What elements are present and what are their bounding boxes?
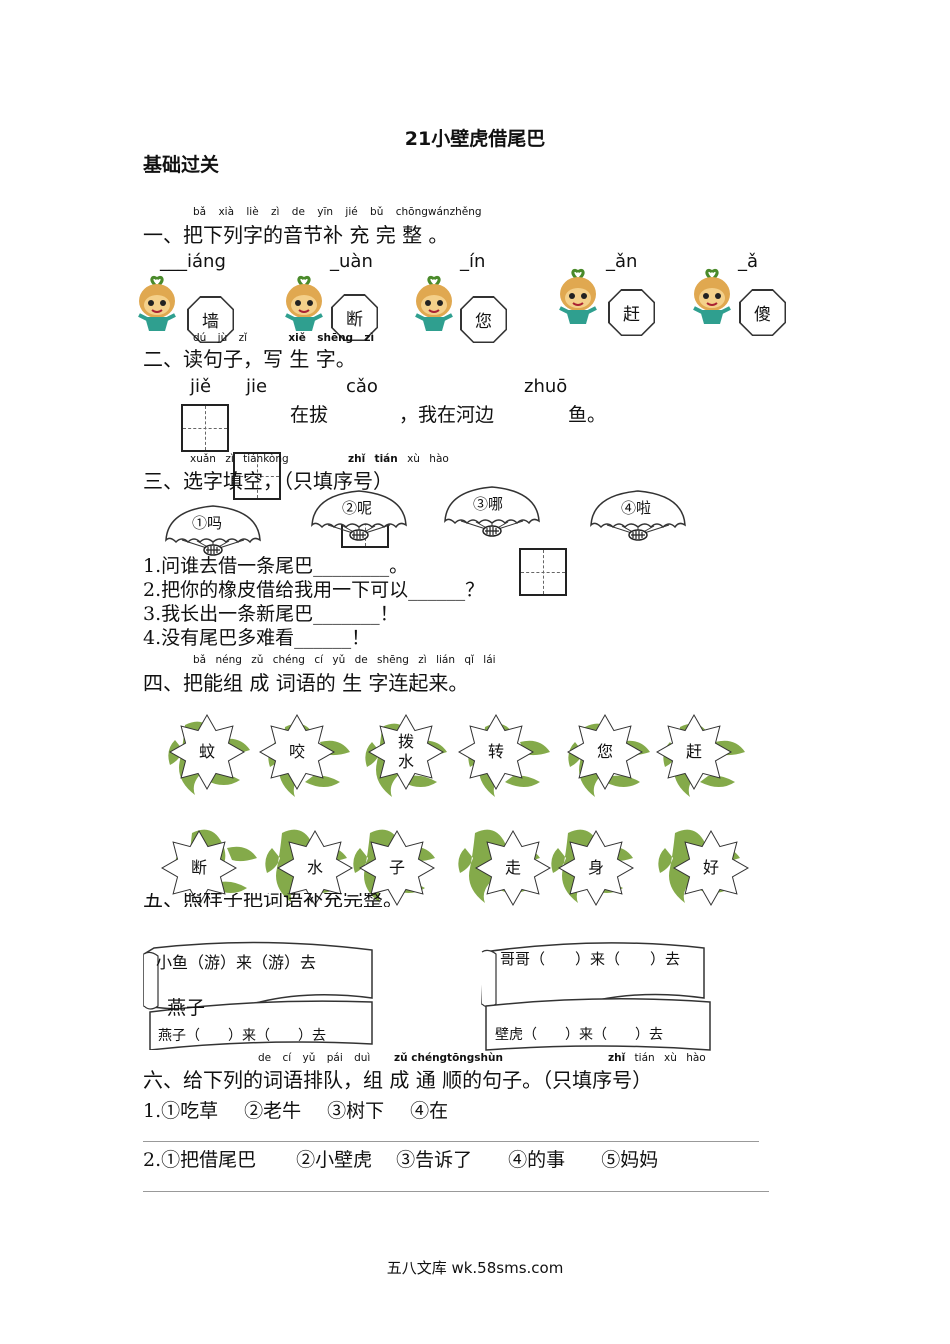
fan-option-1: ①吗 [162, 502, 264, 558]
s4-bottom-star-6[interactable]: 好 [673, 830, 749, 906]
s4-top-star-3[interactable]: 拨水 [368, 714, 444, 790]
s3-pinyin-row: xuǎn zì tiánkòng zhǐ tián xù hào [190, 453, 449, 465]
s4-bottom-star-2[interactable]: 水 [277, 830, 353, 906]
s4-top-star-1[interactable]: 蚊 [169, 714, 245, 790]
s5-b3: 壁虎（ ）来（ ）去 [495, 1027, 663, 1043]
section-subtitle: 基础过关 [143, 154, 220, 176]
onion-mascot-icon [559, 268, 597, 324]
footer-watermark: 五八文库 wk.58sms.com [386, 1259, 564, 1277]
s4-pinyin-row: bǎ néng zǔ chéng cí yǔ de shēng zì lián … [193, 654, 496, 666]
s1-pinyin-4: _ǎn [606, 251, 638, 272]
s2-pinyin-jie2: jie [246, 376, 268, 397]
s4-heading: 四、把能组 成 词语的 生 字连起来。 [143, 671, 469, 695]
fan-icon [590, 490, 686, 541]
s4-bottom-star-3[interactable]: 子 [359, 830, 435, 906]
s1-char-box-3: 您 [460, 296, 507, 343]
fan-option-3: ③哪 [441, 483, 543, 539]
s4-top-star-4[interactable]: 转 [458, 714, 534, 790]
s2-pinyin-cao: cǎo [346, 376, 378, 397]
s4-bottom-star-5[interactable]: 身 [558, 830, 634, 906]
scroll-banner-left [143, 941, 373, 1050]
s1-char-box-4: 赶 [608, 289, 655, 336]
fan-icon [311, 490, 407, 541]
s3-line-1: 1.问谁去借一条尾巴________。 [143, 555, 409, 577]
s2-text-b: ，我在河边 [399, 404, 495, 426]
s1-pinyin-1: ___iáng [160, 251, 226, 272]
fan-option-4: ④啦 [587, 487, 689, 543]
s4-bottom-star-4[interactable]: 走 [475, 830, 551, 906]
s2-pinyin-jie1: jiě [190, 376, 212, 397]
s2-pinyin-zhuo: zhuō [524, 376, 568, 397]
s1-pinyin-5: _ǎ [738, 251, 759, 272]
s1-heading: 一、把下列字的音节补 充 完 整 。 [143, 223, 449, 247]
s6-heading: 六、给下列的词语排队，组 成 通 顺的句子。（只填序号） [143, 1068, 653, 1092]
s1-char-box-5: 傻 [739, 289, 786, 336]
s1-char-box-2: 断 [331, 294, 378, 341]
s4-top-star-2[interactable]: 咬 [259, 714, 335, 790]
s5-example: 小鱼（游）来（游）去 [156, 953, 317, 972]
s5-heading: 五、照样子把词语补充完整。 [143, 893, 403, 907]
page-title: 21小壁虎借尾巴 [404, 128, 546, 150]
s6-pinyin-a: de cí yǔ pái duì [258, 1052, 371, 1064]
writing-grid-box[interactable] [181, 404, 229, 452]
s5-b2: 燕子（ ）来（ ）去 [158, 1028, 326, 1044]
scroll-banner-right [481, 942, 711, 1051]
s4-bottom-star-1[interactable]: 断 [161, 830, 237, 906]
answer-line-1[interactable] [143, 1141, 759, 1142]
fan-icon [165, 505, 261, 556]
s3-heading: 三、选字填空，（只填序号） [143, 469, 393, 493]
onion-mascot-icon [138, 275, 176, 331]
s1-pinyin-row: bǎ xià liè zì de yīn jié bǔ chōngwánzhěn… [193, 206, 482, 218]
fan-option-2: ②呢 [308, 487, 410, 543]
s1-pinyin-2: _uàn [330, 251, 373, 272]
s3-line-3: 3.我长出一条新尾巴_______！ [143, 603, 399, 625]
s2-text-a: 在拔 [290, 404, 329, 426]
s2-pinyin-row: dú jù zǐ xiě shēng zì [193, 332, 375, 344]
answer-line-2[interactable] [143, 1191, 769, 1192]
s4-top-star-6[interactable]: 赶 [656, 714, 732, 790]
s3-line-2: 2.把你的橡皮借给我用一下可以______？ [143, 579, 485, 601]
s1-pinyin-3: _ín [460, 251, 486, 272]
s6-pinyin-b: zǔ chéngtōngshùn [394, 1052, 503, 1064]
s3-line-4: 4.没有尾巴多难看______！ [143, 627, 371, 649]
s5-b1: 哥哥（ ）来（ ）去 [500, 950, 681, 968]
writing-grid-box[interactable] [233, 452, 281, 500]
fan-icon [444, 486, 540, 537]
s4-top-star-5[interactable]: 您 [567, 714, 643, 790]
s2-heading: 二、读句子，写 生 字。 [143, 347, 356, 371]
onion-mascot-icon [285, 275, 323, 331]
s5-b2-label: 燕子 [167, 997, 206, 1019]
onion-mascot-icon [693, 268, 731, 324]
s2-text-c: 鱼。 [568, 404, 607, 426]
writing-grid-box[interactable] [519, 548, 567, 596]
onion-mascot-icon [415, 275, 453, 331]
s6-pinyin-c: zhǐ tián xù hào [608, 1052, 706, 1064]
s1-char-box-1: 墙 [187, 296, 234, 343]
